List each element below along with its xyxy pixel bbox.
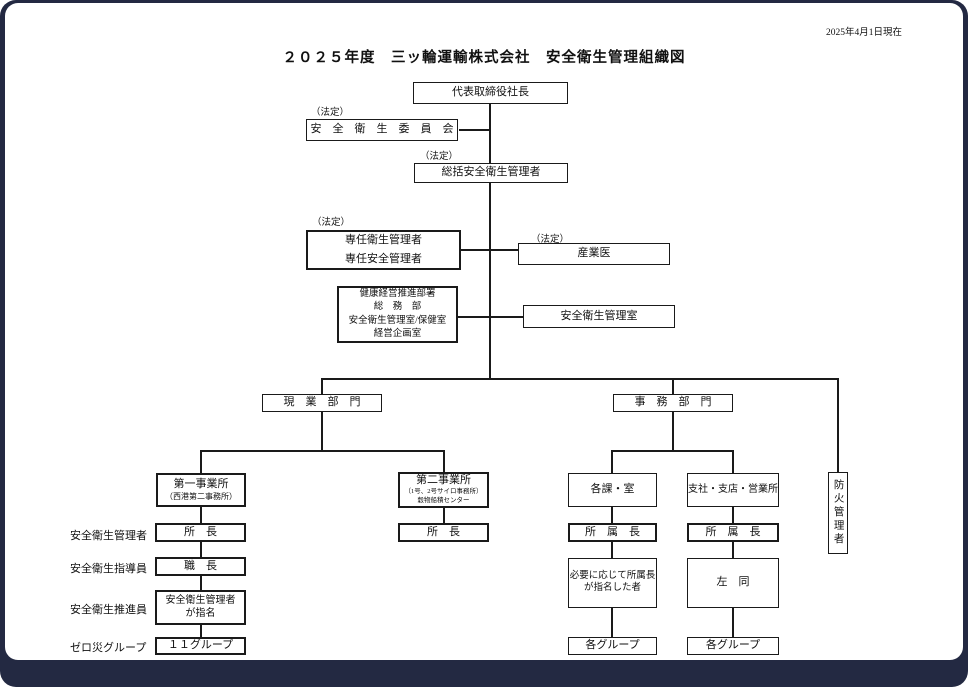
legal-tag-physician: （法定） xyxy=(531,235,570,245)
health-mgmt-dept-title: 健康経営推進部署 xyxy=(359,288,436,299)
legal-tag-dedicated: （法定） xyxy=(312,218,351,228)
connector-admin-branch xyxy=(611,450,734,452)
node-foreman: 職 長 xyxy=(155,557,246,576)
node-field-division: 現 業 部 門 xyxy=(262,394,382,412)
connector-field-branch xyxy=(200,450,445,452)
node-dedicated-managers: 専任衛生管理者 専任安全管理者 xyxy=(306,230,461,270)
connector-health-office xyxy=(458,316,524,318)
row-label-safety-health-instructor: 安全衛生指導員 xyxy=(70,563,147,575)
document-page xyxy=(5,3,963,660)
connector-col4-b xyxy=(732,542,734,558)
node-president: 代表取締役社長 xyxy=(413,82,568,104)
connector-col3-b xyxy=(611,542,613,558)
connector-fire-manager xyxy=(837,380,839,472)
health-mgmt-dept-kikaku: 経営企画室 xyxy=(373,328,422,339)
dedicated-safety-manager-label: 専任安全管理者 xyxy=(345,252,422,265)
legal-tag-general-manager: （法定） xyxy=(420,152,459,162)
node-sections-head: 所 属 長 xyxy=(568,523,657,542)
connector-center-vertical xyxy=(489,104,491,380)
connector-field-top xyxy=(321,380,323,395)
connector-col1-b xyxy=(200,542,202,557)
nominated-line2: が指名した者 xyxy=(583,583,641,593)
node-office2-chief: 所 長 xyxy=(398,523,489,542)
connector-field-bottom xyxy=(321,412,323,452)
node-nominated-by-head: 必要に応じて所属長 が指名した者 xyxy=(568,558,657,608)
connector-admin-bottom xyxy=(672,412,674,452)
connector-col1-d xyxy=(200,625,202,637)
connector-committee xyxy=(459,129,491,131)
row-label-safety-health-manager: 安全衛生管理者 xyxy=(70,530,147,542)
promoter-appointed-line1: 安全衛生管理者 xyxy=(165,595,236,606)
connector-office2-drop xyxy=(443,452,445,472)
connector-col1-c xyxy=(200,576,202,590)
office1-title: 第一事業所 xyxy=(173,478,229,491)
node-health-mgmt-dept: 健康経営推進部署 総 務 部 安全衛生管理室/保健室 経営企画室 xyxy=(337,286,458,343)
office2-subtitle2: 穀物船積センター xyxy=(417,496,470,504)
connector-office1-drop xyxy=(200,452,202,473)
node-general-safety-health-manager: 総括安全衛生管理者 xyxy=(414,163,568,183)
connector-col3-c xyxy=(611,608,613,637)
node-admin-division: 事 務 部 門 xyxy=(613,394,733,412)
legal-tag-committee: （法定） xyxy=(311,108,350,118)
node-11-groups: １１グループ xyxy=(155,637,246,655)
node-sections-groups: 各グループ xyxy=(568,637,657,655)
page-title: ２０２５年度 三ッ輪運輸株式会社 安全衛生管理組織図 xyxy=(282,50,686,66)
node-fire-prevention-manager: 防火管理者 xyxy=(828,472,848,554)
node-branch-offices: 支社・支店・営業所 xyxy=(687,473,779,507)
node-safety-health-committee: 安 全 衛 生 委 員 会 xyxy=(306,119,458,141)
office2-title: 第二事業所 xyxy=(416,474,471,487)
node-branches-groups: 各グループ xyxy=(687,637,779,655)
node-branches-head: 所 属 長 xyxy=(687,523,779,542)
node-office1: 第一事業所 （西港第二事務所） xyxy=(156,473,246,507)
node-promoter-appointed: 安全衛生管理者 が指名 xyxy=(155,590,246,625)
node-safety-health-office: 安全衛生管理室 xyxy=(523,305,675,328)
health-mgmt-dept-kanrishitsu: 安全衛生管理室/保健室 xyxy=(348,315,447,326)
office1-subtitle: （西港第二事務所） xyxy=(165,491,237,501)
node-industrial-physician: 産業医 xyxy=(518,243,670,265)
node-office1-chief: 所 長 xyxy=(155,523,246,542)
office2-subtitle1: （1号、2号サイロ事務所） xyxy=(404,488,483,496)
connector-col4-c xyxy=(732,608,734,637)
nominated-line1: 必要に応じて所属長 xyxy=(569,571,656,582)
promoter-appointed-line2: が指名 xyxy=(185,607,216,619)
connector-col2-a xyxy=(443,508,445,523)
connector-main-branch xyxy=(321,378,839,380)
node-sections-offices: 各課・室 xyxy=(568,473,657,507)
dedicated-health-manager-label: 専任衛生管理者 xyxy=(345,233,422,246)
row-label-zero-accident-group: ゼロ災グループ xyxy=(70,642,147,654)
node-same-as-left: 左 同 xyxy=(687,558,779,608)
connector-col1-a xyxy=(200,507,202,523)
health-mgmt-dept-somubu: 総 務 部 xyxy=(373,302,422,313)
row-label-safety-health-promoter: 安全衛生推進員 xyxy=(70,604,147,616)
as-of-date: 2025年4月1日現在 xyxy=(826,28,903,38)
connector-dedicated-physician xyxy=(461,249,519,251)
connector-col4-a xyxy=(732,507,734,523)
connector-col3-a xyxy=(611,507,613,523)
connector-sections-drop xyxy=(611,452,613,473)
node-office2: 第二事業所 （1号、2号サイロ事務所） 穀物船積センター xyxy=(398,472,489,508)
connector-admin-top xyxy=(672,380,674,395)
connector-branches-drop xyxy=(732,452,734,473)
